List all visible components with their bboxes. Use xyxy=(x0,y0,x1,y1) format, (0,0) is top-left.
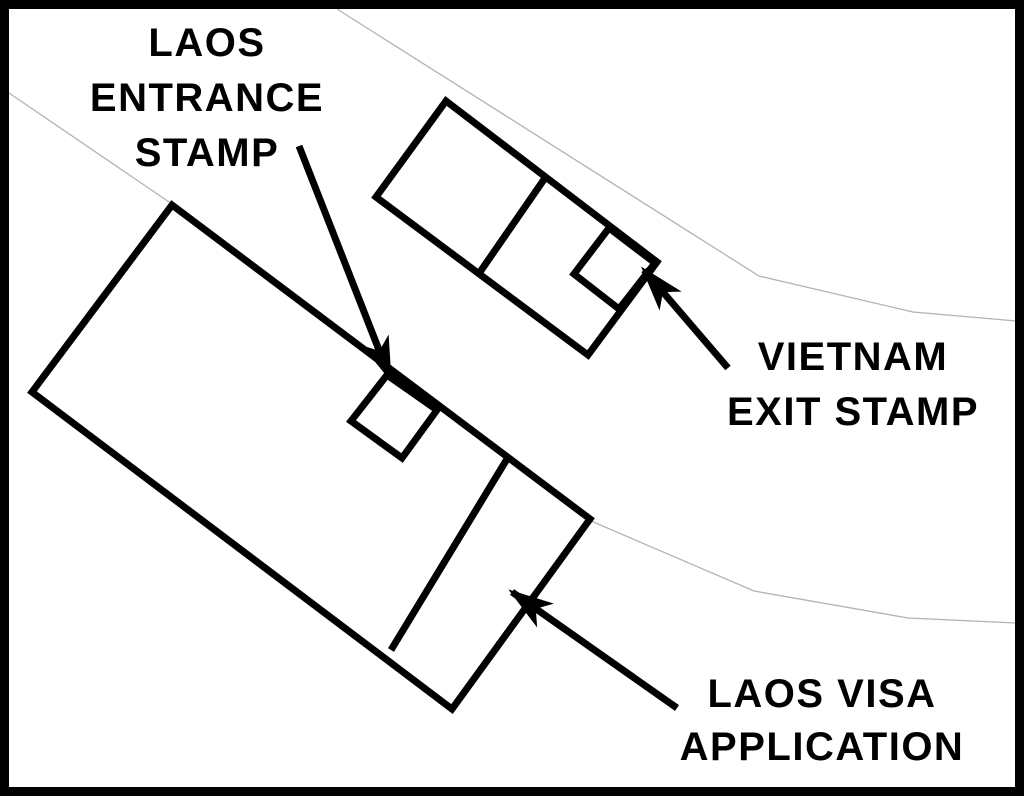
laos-page-divider xyxy=(388,457,510,652)
label-line: APPLICATION xyxy=(679,725,965,769)
label-line: LAOS xyxy=(148,21,266,65)
vietnam-exit-arrow xyxy=(641,266,731,371)
vietnam-page-divider xyxy=(477,176,548,274)
road-line-left xyxy=(8,92,173,205)
laos-visa-arrow xyxy=(508,589,680,711)
laos-entrance-stamp-label: LAOS ENTRANCE STAMP xyxy=(90,16,324,181)
label-line: LAOS VISA xyxy=(707,672,937,716)
laos-page-outline xyxy=(27,200,595,714)
vietnam-exit-stamp-label: VIETNAM EXIT STAMP xyxy=(727,330,979,440)
label-line: STAMP xyxy=(134,131,280,175)
vietnam-page-outline xyxy=(371,96,662,360)
laos-entrance-arrow xyxy=(295,144,394,383)
vietnam-exit-stamp-box xyxy=(569,223,660,314)
road-line-lower xyxy=(590,520,1017,624)
laos-entrance-stamp-box xyxy=(346,370,442,463)
label-line: VIETNAM xyxy=(757,335,949,379)
road-line-upper xyxy=(336,8,1017,322)
laos-visa-application-label: LAOS VISA APPLICATION xyxy=(680,668,965,774)
label-line: ENTRANCE xyxy=(89,76,325,120)
label-line: EXIT STAMP xyxy=(726,390,980,434)
